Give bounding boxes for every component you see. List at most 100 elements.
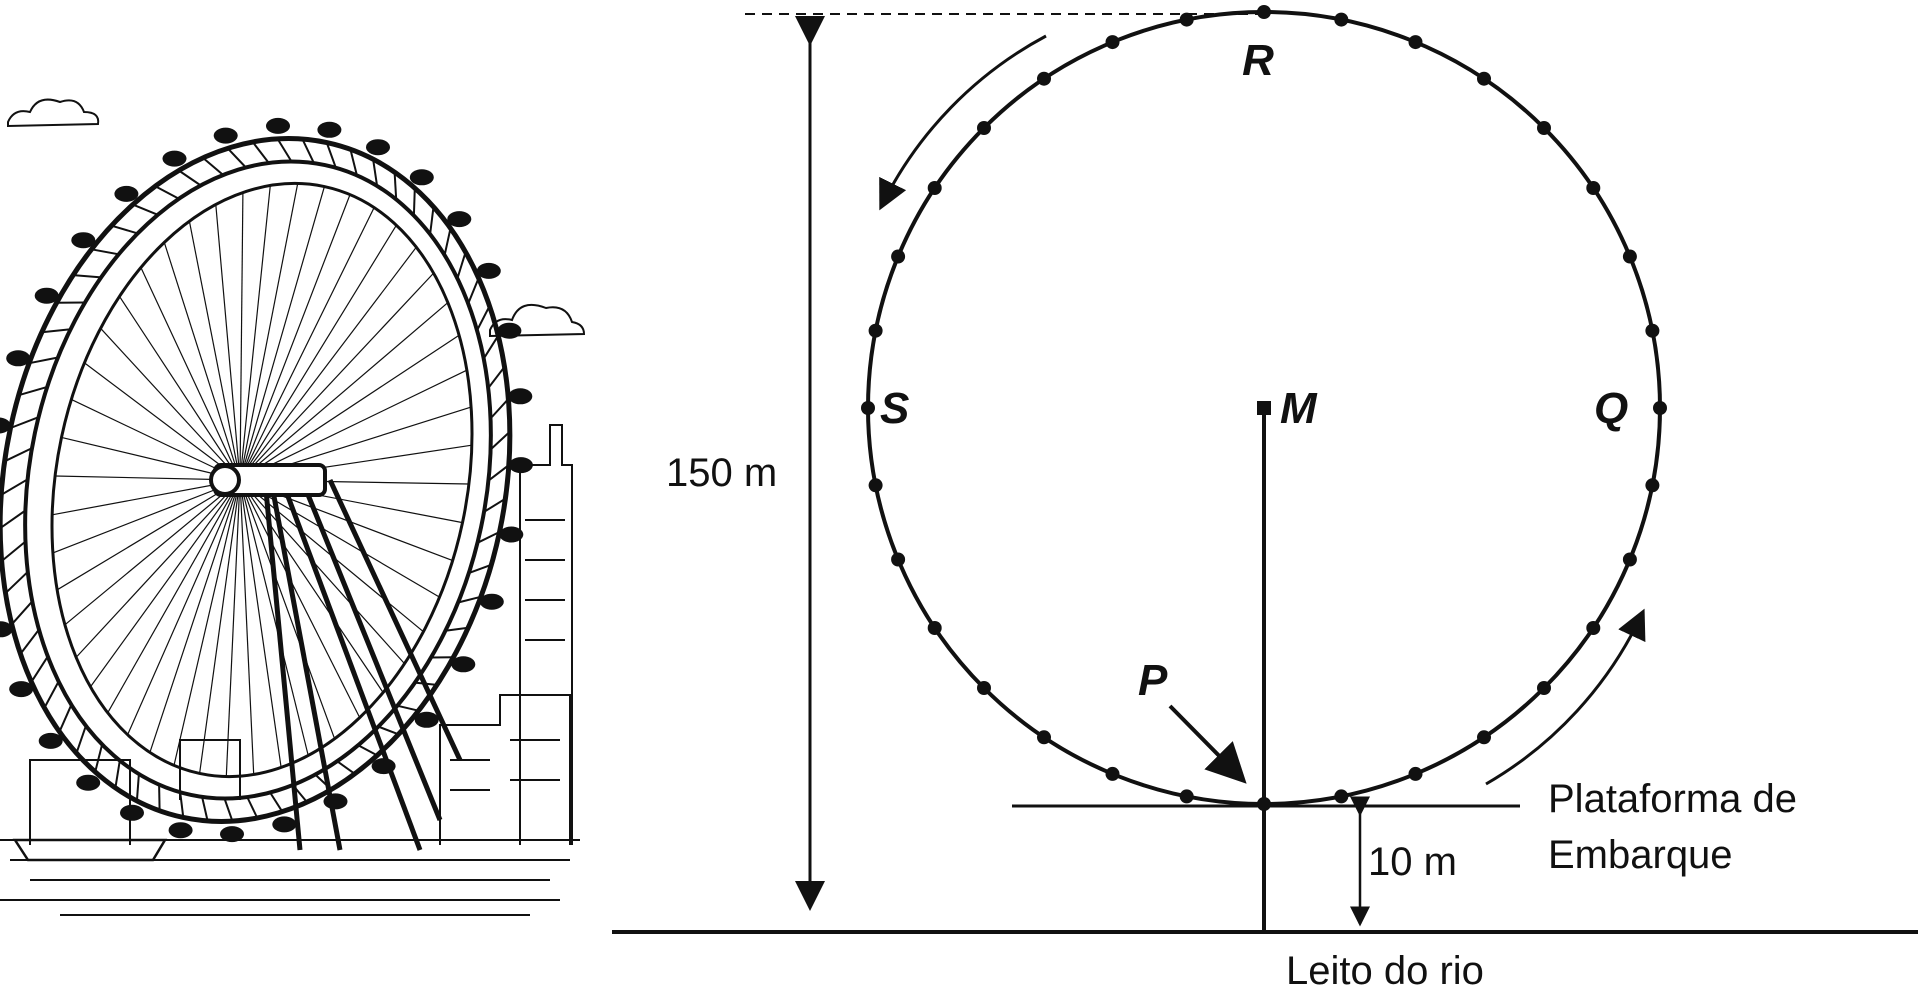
truss-strut — [489, 431, 511, 451]
gondola-dot — [1257, 797, 1271, 811]
wheel-spoke — [173, 479, 241, 766]
truss-strut — [135, 773, 140, 801]
truss-strut — [179, 792, 185, 818]
cloud-icon — [489, 304, 586, 338]
wheel-spoke — [199, 479, 241, 774]
gondola-dot — [1586, 181, 1601, 195]
truss-strut — [246, 796, 259, 819]
truss-strut — [73, 274, 102, 279]
wheel-spoke — [239, 479, 361, 718]
wheel-spoke — [163, 242, 241, 481]
truss-strut — [314, 773, 332, 791]
wheel-spoke — [239, 479, 424, 633]
truss-strut — [412, 188, 416, 216]
capsule-icon — [499, 526, 524, 543]
wheel-spoke — [56, 479, 241, 591]
wheel-spoke — [239, 207, 375, 481]
truss-strut — [443, 228, 452, 256]
capsule-icon — [162, 150, 187, 167]
capsule-icon — [114, 185, 139, 202]
truss-strut — [91, 248, 119, 256]
wheel-spoke — [239, 479, 255, 775]
truss-strut — [336, 760, 356, 775]
truss-strut — [487, 366, 506, 389]
platform-label-line1: Plataforma de — [1548, 777, 1797, 821]
gondola-dot — [1477, 71, 1491, 86]
river-icon — [0, 839, 580, 916]
gondola-dot — [1408, 35, 1423, 50]
capsule-icon — [0, 621, 13, 638]
gondola-dot — [1653, 401, 1667, 415]
ferris-wheel-illustration — [0, 98, 586, 916]
truss-strut — [158, 784, 161, 811]
platform-label-line2: Embarque — [1548, 833, 1733, 877]
wheel-spoke — [239, 186, 325, 481]
gondola-dot — [1537, 681, 1551, 695]
wheel-spoke — [61, 436, 241, 481]
label-S: S — [880, 384, 909, 433]
wheel-spoke — [140, 267, 241, 481]
capsule-icon — [9, 681, 34, 698]
wheel-spoke — [239, 479, 405, 665]
truss-strut — [393, 172, 398, 200]
boat-icon — [12, 838, 168, 862]
gondola-dot — [1586, 621, 1601, 635]
truss-strut — [4, 447, 33, 463]
gondola-dot — [1622, 552, 1637, 567]
truss-strut — [468, 563, 492, 575]
gondola-dot — [1179, 12, 1194, 27]
truss-strut — [11, 600, 34, 625]
truss-strut — [30, 655, 49, 683]
truss-strut — [456, 251, 467, 279]
rotation-arrow-bottom-right — [1485, 608, 1646, 786]
wheel-spoke — [118, 296, 241, 481]
gondola-dot — [1105, 766, 1120, 781]
capsule-icon — [0, 417, 11, 434]
label-Q: Q — [1594, 384, 1628, 433]
wheel-spoke — [149, 479, 241, 753]
wheel-spoke — [239, 224, 397, 481]
capsule-icon — [213, 127, 238, 144]
rotation-arrow-top-left — [879, 34, 1047, 211]
capsule-icon — [366, 139, 390, 156]
truss-strut — [201, 796, 209, 822]
gondola-dot — [927, 621, 942, 635]
wheel-spoke — [239, 192, 244, 481]
truss-strut — [489, 398, 510, 420]
wheel-spoke — [52, 479, 241, 554]
wheel-spoke — [239, 272, 435, 481]
gondola-dot — [1645, 478, 1660, 493]
wheel-spoke — [239, 183, 299, 481]
gondola-dot — [1645, 323, 1660, 338]
gondola-dot — [1477, 730, 1491, 745]
capsule-icon — [414, 711, 439, 728]
capsule-icon — [0, 491, 2, 499]
truss-strut — [223, 798, 234, 822]
truss-strut — [467, 277, 480, 304]
capsule-icon — [38, 732, 63, 749]
truss-strut — [377, 725, 399, 736]
truss-strut — [251, 141, 270, 164]
wheel-spoke — [239, 479, 336, 740]
label-R: R — [1242, 36, 1274, 85]
capsule-icon — [497, 322, 522, 339]
label-M: M — [1280, 384, 1318, 433]
point-P-arrow — [1168, 704, 1247, 784]
wheel-spoke — [239, 479, 309, 756]
capsule-icon — [479, 593, 504, 610]
center-point-M — [1257, 401, 1271, 415]
gondola-dot — [1622, 249, 1637, 264]
truss-strut — [4, 571, 29, 594]
wheel-spoke — [84, 362, 241, 481]
truss-strut — [396, 704, 419, 712]
capsule-icon — [409, 169, 434, 186]
gondola-dot — [1334, 12, 1349, 27]
gondola-dot — [1334, 789, 1349, 804]
wheel-spoke — [239, 369, 468, 481]
truss-strut — [357, 744, 378, 757]
gondola-dot — [1105, 35, 1120, 50]
truss-strut — [292, 784, 308, 803]
gondola-dot — [1179, 789, 1194, 804]
capsule-icon — [120, 804, 144, 821]
truss-strut — [10, 416, 39, 429]
